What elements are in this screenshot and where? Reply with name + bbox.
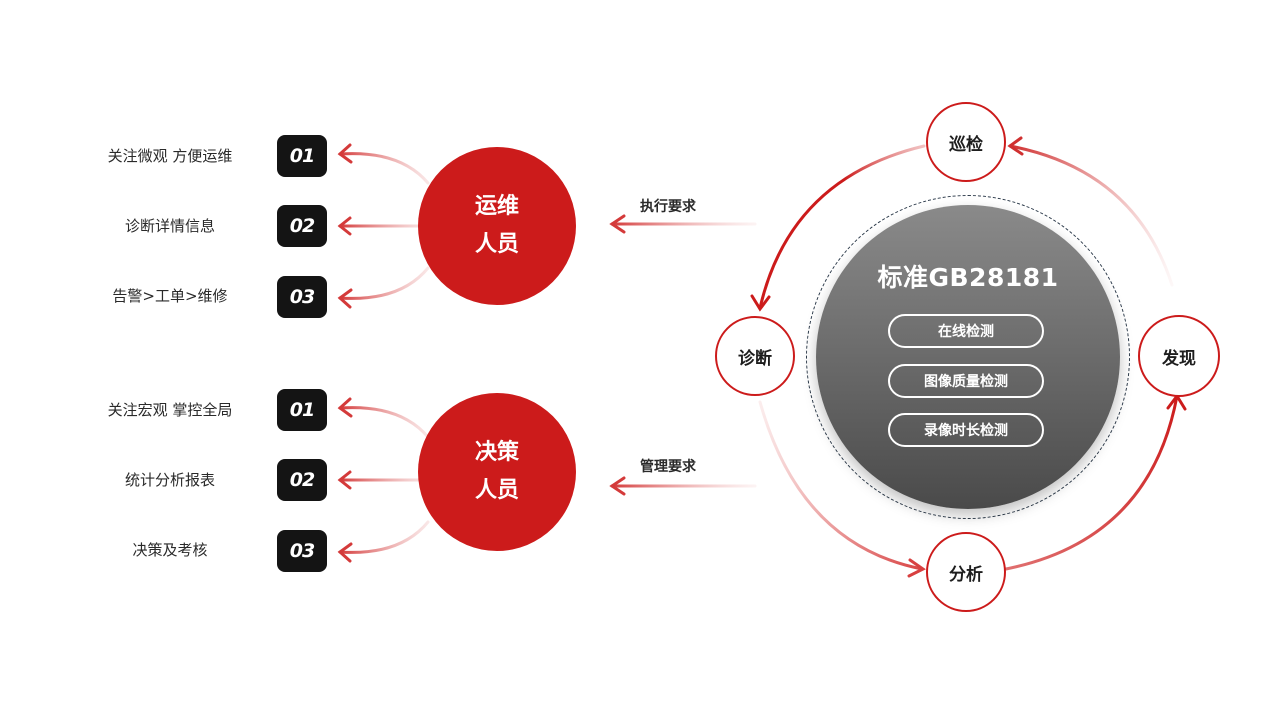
arrow-item-4: [338, 406, 430, 439]
item-label-1: 关注微观 方便运维: [107, 147, 233, 165]
requirement-exec-label: 执行要求: [640, 199, 696, 215]
num-badge-5: 02: [277, 459, 327, 501]
arrow-item-3: [338, 266, 430, 300]
arrow-item-6: [338, 520, 430, 554]
role-decision-line2: 人员: [474, 478, 519, 503]
cycle-arcs: [750, 136, 1187, 578]
requirement-arrows: [609, 214, 757, 496]
item-label-5: 统计分析报表: [124, 471, 215, 489]
group2-item-arrows: [337, 397, 430, 563]
role-operations-line1: 运维: [474, 194, 519, 219]
num-badge-3: 03: [277, 276, 327, 318]
num-badge-4: 01: [277, 389, 327, 431]
role-circle-operations: 运维 人员: [418, 147, 576, 305]
cycle-node-diagnose: 诊断: [715, 316, 795, 396]
requirement-mgmt-label: 管理要求: [640, 459, 696, 475]
item-label-4: 关注宏观 掌控全局: [107, 401, 233, 419]
num-badge-2: 02: [277, 205, 327, 247]
num-badge-6: 03: [277, 530, 327, 572]
arc-discover-to-inspect: [1008, 144, 1174, 287]
role-operations-line2: 人员: [474, 232, 519, 257]
arrow-item-1: [338, 152, 430, 185]
core-item-online-check: 在线检测: [888, 314, 1044, 348]
role-circle-decision: 决策 人员: [418, 393, 576, 551]
arc-inspect-to-diagnose: [758, 144, 926, 310]
core-title: 标准GB28181: [877, 263, 1059, 292]
arrowhead-item-1: [337, 143, 353, 164]
arrowhead-item-3: [337, 288, 353, 309]
item-label-3: 告警>工单>维修: [112, 287, 228, 305]
cycle-node-discover: 发现: [1138, 315, 1220, 397]
arrowhead-analyze: [907, 558, 926, 578]
arc-analyze-to-discover: [1004, 394, 1179, 571]
arrowhead-item-5: [337, 470, 352, 490]
arc-diagnose-to-analyze: [758, 400, 924, 571]
arrowhead-item-2: [337, 216, 352, 236]
core-dashed-ring: [806, 195, 1130, 519]
num-badge-1: 01: [277, 135, 327, 177]
cycle-node-analyze: 分析: [926, 532, 1006, 612]
core-circle: [816, 205, 1120, 509]
core-item-recording-duration-check: 录像时长检测: [888, 413, 1044, 447]
group1-item-arrows: [337, 143, 430, 309]
core-item-image-quality-check: 图像质量检测: [888, 364, 1044, 398]
arrowhead-diagnose: [750, 294, 771, 312]
arrowhead-item-6: [337, 542, 353, 563]
arrowhead-inspect: [1007, 136, 1024, 156]
arrowhead-item-4: [337, 397, 353, 418]
role-decision-line1: 决策: [474, 440, 519, 465]
item-label-6: 决策及考核: [132, 541, 208, 559]
arrowhead-mgmt: [609, 476, 626, 496]
item-label-2: 诊断详情信息: [124, 217, 215, 235]
cycle-node-inspect: 巡检: [926, 102, 1006, 182]
arrowhead-exec: [609, 214, 626, 234]
